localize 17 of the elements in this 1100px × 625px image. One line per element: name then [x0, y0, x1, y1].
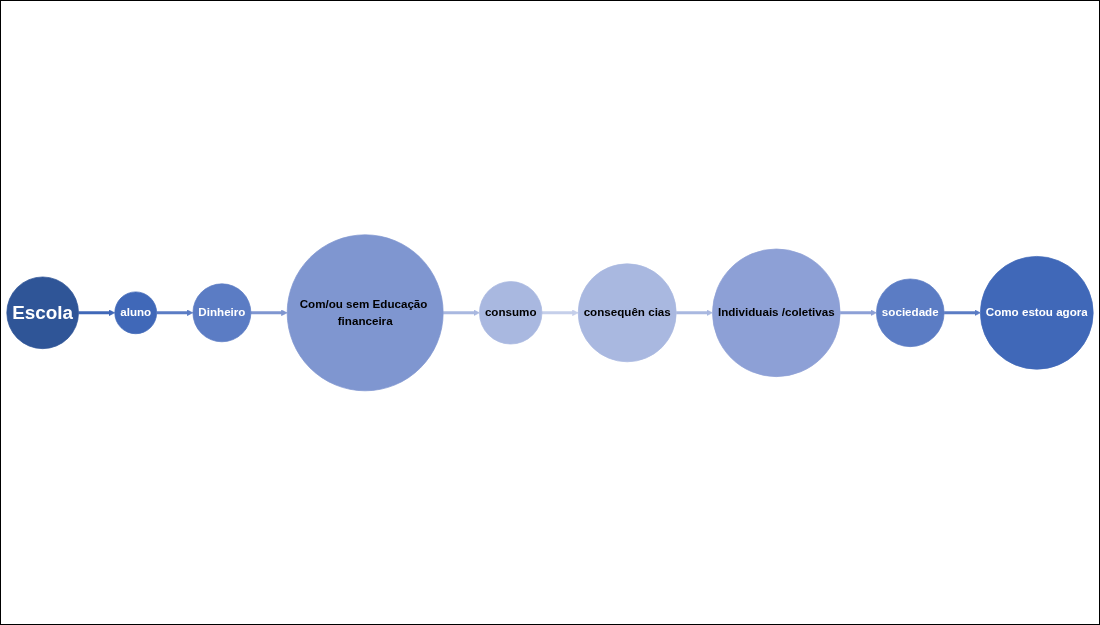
arrow [944, 309, 981, 316]
node-circle: sociedade [876, 278, 945, 347]
node-circle: Dinheiro [192, 283, 252, 342]
node-circle: Escola [6, 276, 79, 349]
arrow [443, 309, 480, 316]
node-circle: aluno [114, 291, 157, 334]
node-circle: consequên cias [577, 263, 677, 362]
arrow [78, 309, 116, 316]
arrow [250, 309, 288, 316]
arrow [840, 309, 877, 316]
arrow [676, 309, 713, 316]
arrow [156, 309, 194, 316]
node-circle: Individuais /coletivas [712, 248, 841, 377]
arrow [541, 309, 579, 316]
node-circle: Com/ou sem Educação financeira [286, 234, 444, 391]
node-circle: Como estou agora [980, 255, 1094, 370]
node-circle: consumo [479, 280, 543, 345]
